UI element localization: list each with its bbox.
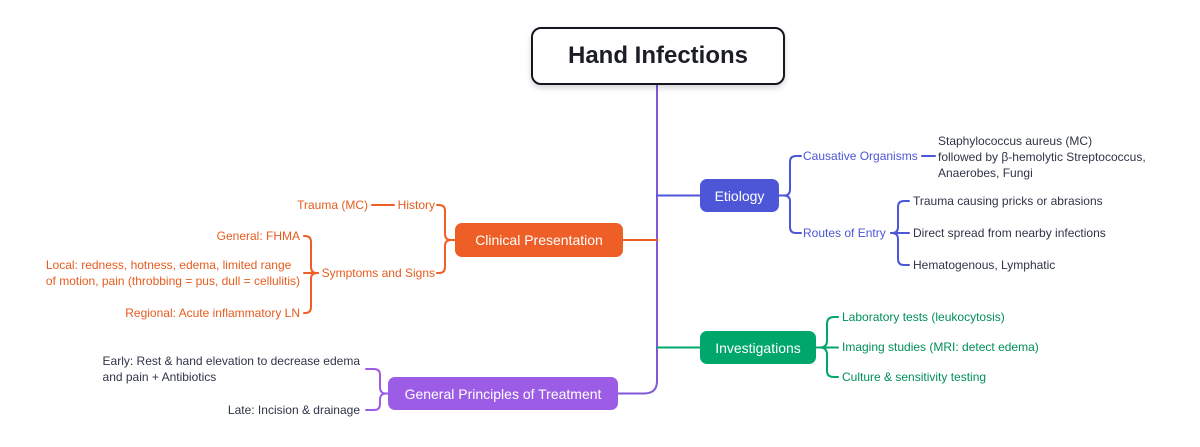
node-history[interactable]: History (397, 198, 435, 212)
connector-route-1 (890, 200, 910, 234)
connector-symptom-1 (303, 235, 319, 274)
node-treatment-early[interactable]: Early: Rest & hand elevation to decrease… (102, 354, 360, 384)
connector-symptom-3 (303, 272, 319, 314)
branch-node-clinical-presentation[interactable]: Clinical Presentation (455, 223, 623, 257)
node-route-direct-spread[interactable]: Direct spread from nearby infections (913, 226, 1106, 240)
branch-node-investigations[interactable]: Investigations (700, 331, 816, 364)
node-regional-ln[interactable]: Regional: Acute inflammatory LN (125, 306, 300, 320)
connector-treatment-late (365, 392, 389, 411)
branch-node-etiology[interactable]: Etiology (700, 179, 779, 212)
connector-etiology-routes (778, 194, 802, 234)
node-trauma-mc[interactable]: Trauma (MC) (297, 198, 368, 212)
node-treatment-late[interactable]: Late: Incision & drainage (227, 403, 360, 417)
connector-clinical-symptoms (436, 239, 456, 274)
connector-investigation-3 (815, 346, 839, 378)
connector-clinical-history (436, 204, 456, 241)
connector-trunk (617, 84, 658, 395)
branch-node-treatment[interactable]: General Principles of Treatment (388, 377, 618, 410)
node-route-trauma[interactable]: Trauma causing pricks or abrasions (913, 194, 1103, 208)
node-imaging-studies[interactable]: Imaging studies (MRI: detect edema) (842, 340, 1039, 354)
node-causative-detail[interactable]: Staphylococcus aureus (MC) followed by β… (938, 134, 1146, 180)
node-routes-of-entry[interactable]: Routes of Entry (803, 226, 886, 240)
connector-route-3 (890, 232, 910, 266)
node-route-hematogenous[interactable]: Hematogenous, Lymphatic (913, 258, 1056, 272)
node-general-fhma[interactable]: General: FHMA (216, 229, 300, 243)
connector-investigation-1 (815, 316, 839, 349)
root-node[interactable]: Hand Infections (531, 27, 785, 85)
node-culture-sensitivity[interactable]: Culture & sensitivity testing (842, 370, 987, 384)
connector-treatment-early (365, 368, 389, 395)
connector-etiology-causative (778, 155, 802, 197)
node-symptoms-and-signs[interactable]: Symptoms and Signs (321, 266, 435, 280)
node-local-signs[interactable]: Local: redness, hotness, edema, limited … (45, 258, 300, 288)
node-causative-organisms[interactable]: Causative Organisms (803, 149, 918, 163)
node-lab-tests[interactable]: Laboratory tests (leukocytosis) (842, 310, 1005, 324)
